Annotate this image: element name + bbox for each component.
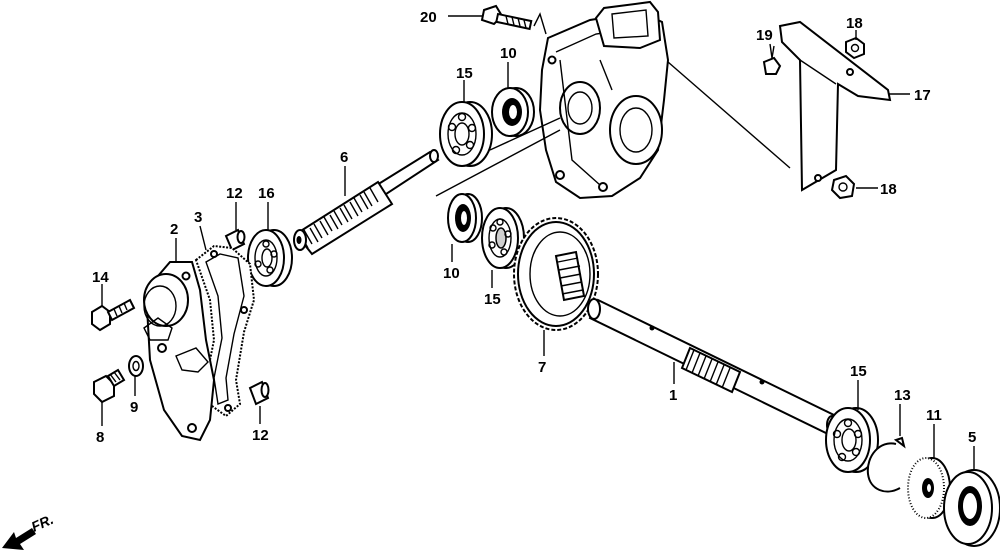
- callout-11: 11: [926, 407, 942, 424]
- callout-8: 8: [96, 429, 104, 446]
- cover-5: [943, 469, 1000, 547]
- callout-14: 14: [92, 269, 109, 286]
- callout-19: 19: [756, 27, 773, 44]
- callout-16: 16: [258, 185, 275, 202]
- circlip-13: [866, 436, 906, 493]
- dowel-pin-12-upper: [224, 228, 246, 252]
- front-direction-arrow-icon: [2, 528, 36, 550]
- nut-18-bottom: [830, 174, 856, 200]
- callout-18-bottom: 18: [880, 181, 897, 198]
- callout-12-lower: 12: [252, 427, 269, 444]
- callout-labels: 20 15 10 6 12 16 3 2 14 9 8 12 10 15 7 1…: [29, 9, 977, 535]
- bolt-8: [93, 368, 126, 404]
- callout-9: 9: [130, 399, 138, 416]
- oil-seal-10-lower: [447, 193, 483, 243]
- bearing-15-upper: [439, 101, 493, 167]
- washer-9: [128, 355, 144, 377]
- callout-10-lower: 10: [443, 265, 460, 282]
- callout-1: 1: [669, 387, 677, 404]
- callout-15-middle: 15: [484, 291, 501, 308]
- dowel-pin-12-lower: [248, 380, 270, 406]
- callout-3: 3: [194, 209, 202, 226]
- callout-13: 13: [894, 387, 911, 404]
- bearing-16: [247, 229, 293, 287]
- bolt-19: [762, 45, 782, 75]
- bolt-20: [480, 4, 547, 35]
- callout-20: 20: [420, 9, 437, 26]
- bracket-17: [778, 20, 892, 192]
- callout-6: 6: [340, 149, 348, 166]
- callout-17: 17: [914, 87, 931, 104]
- callout-10-upper: 10: [500, 45, 517, 62]
- callout-15-upper: 15: [456, 65, 473, 82]
- bearing-15-lower: [825, 407, 879, 473]
- callout-12-upper: 12: [226, 185, 243, 202]
- worm-shaft-6: [293, 149, 440, 256]
- transmission-case: [538, 0, 670, 200]
- gear-cover-2: [143, 261, 216, 442]
- leader-lines: [101, 15, 975, 470]
- callout-2: 2: [170, 221, 178, 238]
- oil-seal-10-upper: [491, 87, 535, 137]
- bolt-14: [91, 298, 136, 332]
- washer-11: [907, 457, 951, 519]
- nut-18-top: [845, 36, 865, 60]
- worm-gear-7: [513, 217, 599, 331]
- bearing-15-middle: [481, 207, 525, 269]
- front-direction-label: FR.: [29, 511, 56, 535]
- callout-18-top: 18: [846, 15, 863, 32]
- callout-7: 7: [538, 359, 546, 376]
- main-shaft-1: [587, 298, 838, 436]
- callout-5: 5: [968, 429, 976, 446]
- callout-15-lower: 15: [850, 363, 867, 380]
